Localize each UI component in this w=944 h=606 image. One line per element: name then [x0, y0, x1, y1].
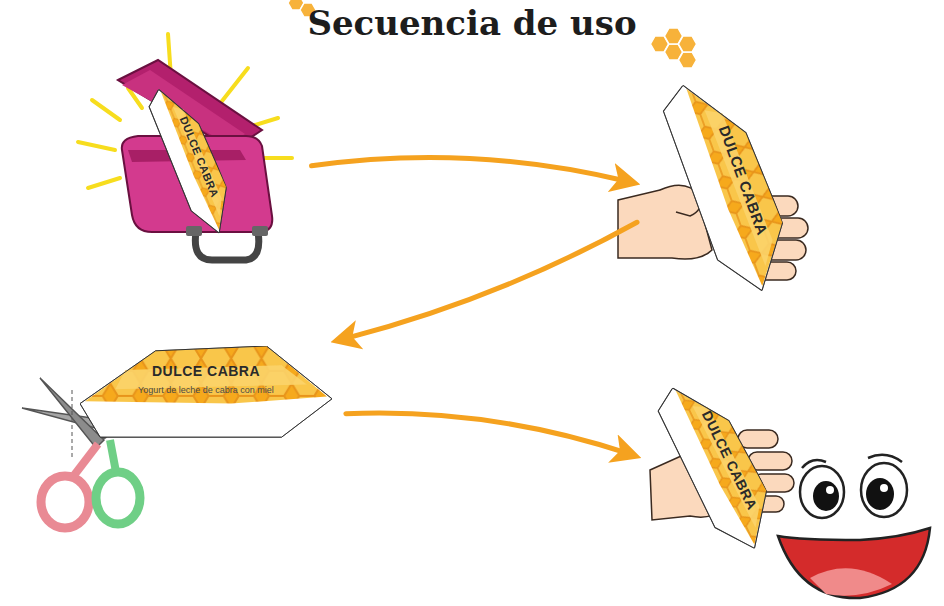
- yogurt-pack: [654, 69, 803, 302]
- lunchbox: [78, 34, 292, 260]
- yogurt-pack: DULCE CABRA Yogurt de leche de cabra con …: [80, 346, 332, 442]
- honeycomb: [288, 0, 697, 68]
- yogurt-pack: DULCE CABRA: [649, 371, 787, 562]
- product-description: Yogurt de leche de cabra con miel: [80, 385, 332, 396]
- sequence-arrow: [345, 222, 637, 338]
- brand-name: DULCE CABRA: [80, 363, 332, 381]
- sequence-arrow: [346, 413, 627, 453]
- sequence-arrow: [312, 157, 626, 181]
- yogurt-pack: DULCE CABRA: [654, 69, 803, 302]
- yogurt-pack: DULCE CABRA: [142, 79, 241, 240]
- smiling-face: [778, 455, 930, 598]
- title: Secuencia de uso: [307, 3, 636, 43]
- yogurt-pack: [649, 371, 787, 562]
